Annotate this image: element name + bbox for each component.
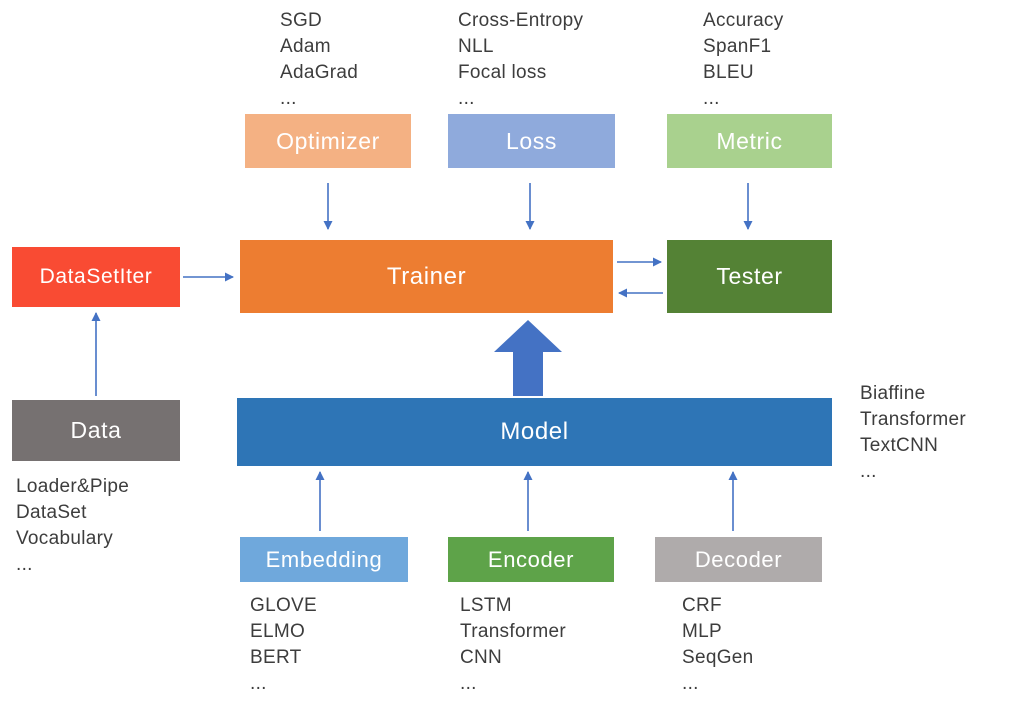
- annotation-line: Vocabulary: [16, 528, 114, 549]
- annotation-line: ...: [682, 673, 699, 694]
- optimizer-examples: SGD Adam AdaGrad ...: [280, 8, 358, 112]
- box-datasetiter: DataSetIter: [12, 247, 180, 307]
- annotation-line: Transformer: [860, 409, 967, 430]
- data-examples: Loader&Pipe DataSet Vocabulary ...: [16, 474, 129, 578]
- annotation-line: SpanF1: [703, 36, 772, 57]
- annotation-line: ...: [460, 673, 477, 694]
- annotation-line: SGD: [280, 10, 323, 31]
- box-datasetiter-label: DataSetIter: [39, 265, 153, 288]
- annotation-line: CRF: [682, 595, 722, 616]
- annotation-line: ...: [280, 88, 297, 109]
- annotation-line: ...: [16, 554, 33, 575]
- annotation-line: AdaGrad: [280, 62, 359, 83]
- loss-examples: Cross-Entropy NLL Focal loss ...: [458, 8, 583, 112]
- arrow-model-to-trainer: [494, 320, 562, 396]
- annotation-line: BLEU: [703, 62, 754, 83]
- annotation-line: BERT: [250, 647, 302, 668]
- annotation-line: Loader&Pipe: [16, 476, 130, 497]
- annotation-line: CNN: [460, 647, 503, 668]
- box-decoder: Decoder: [655, 537, 822, 582]
- encoder-examples: LSTM Transformer CNN ...: [460, 593, 566, 697]
- box-embedding-label: Embedding: [265, 546, 383, 572]
- annotation-line: Cross-Entropy: [458, 10, 584, 31]
- box-loss: Loss: [448, 114, 615, 168]
- embedding-examples: GLOVE ELMO BERT ...: [250, 593, 317, 697]
- box-tester: Tester: [667, 240, 832, 313]
- annotation-line: Adam: [280, 36, 331, 57]
- box-decoder-label: Decoder: [694, 546, 783, 572]
- annotation-line: Focal loss: [458, 62, 547, 83]
- box-model: Model: [237, 398, 832, 466]
- annotation-line: LSTM: [460, 595, 512, 616]
- box-optimizer-label: Optimizer: [276, 127, 380, 154]
- annotation-line: SeqGen: [682, 647, 754, 668]
- decoder-examples: CRF MLP SeqGen ...: [682, 593, 754, 697]
- box-data-label: Data: [70, 417, 122, 443]
- annotation-line: Accuracy: [703, 10, 784, 31]
- annotation-line: ...: [703, 88, 720, 109]
- annotation-line: MLP: [682, 621, 722, 642]
- model-examples: Biaffine Transformer TextCNN ...: [860, 381, 966, 485]
- annotation-line: ...: [458, 88, 475, 109]
- box-trainer: Trainer: [240, 240, 613, 313]
- box-metric: Metric: [667, 114, 832, 168]
- annotation-line: ...: [250, 673, 267, 694]
- box-optimizer: Optimizer: [245, 114, 411, 168]
- annotation-line: Transformer: [460, 621, 567, 642]
- box-model-label: Model: [500, 418, 569, 445]
- box-trainer-label: Trainer: [386, 262, 467, 290]
- box-encoder-label: Encoder: [487, 546, 575, 572]
- box-encoder: Encoder: [448, 537, 614, 582]
- box-loss-label: Loss: [506, 127, 557, 154]
- annotation-line: DataSet: [16, 502, 87, 523]
- annotation-line: ...: [860, 461, 877, 482]
- box-embedding: Embedding: [240, 537, 408, 582]
- box-tester-label: Tester: [716, 263, 783, 289]
- annotation-line: ELMO: [250, 621, 306, 642]
- box-metric-label: Metric: [716, 127, 783, 154]
- annotation-line: Biaffine: [860, 383, 926, 404]
- annotation-line: NLL: [458, 36, 494, 57]
- annotation-line: TextCNN: [860, 435, 939, 456]
- box-data: Data: [12, 400, 180, 461]
- annotation-line: GLOVE: [250, 595, 317, 616]
- metric-examples: Accuracy SpanF1 BLEU ...: [703, 8, 784, 112]
